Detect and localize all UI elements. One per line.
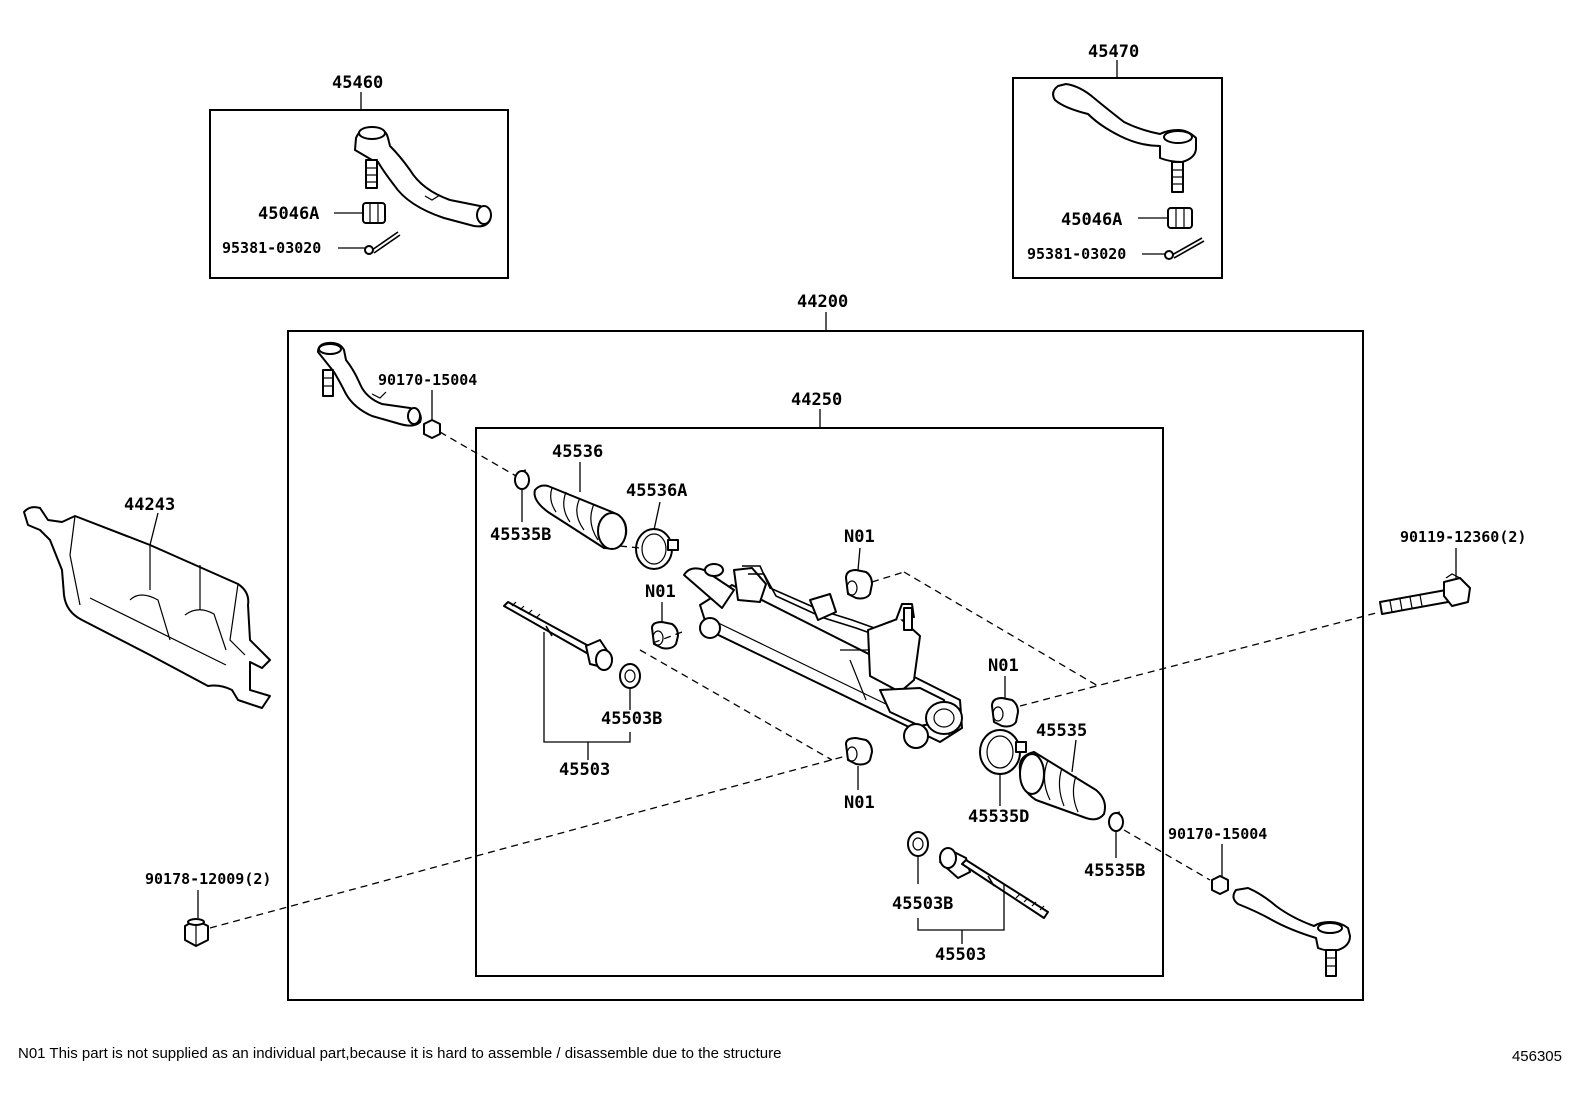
label-45536: 45536 bbox=[552, 442, 603, 462]
tie-rod-end-45460 bbox=[354, 126, 492, 228]
label-95381-left: 95381-03020 bbox=[222, 239, 321, 257]
bushing-n01-4 bbox=[845, 737, 873, 766]
label-n01-4: N01 bbox=[844, 793, 875, 813]
washer-45503b-right bbox=[907, 831, 929, 857]
washer-45503b-left bbox=[619, 663, 641, 689]
nut-90170-left bbox=[423, 419, 441, 439]
cotter-pin-95381-right bbox=[1164, 237, 1205, 260]
bushing-n01-1 bbox=[845, 569, 873, 600]
castle-nut-45046a-right bbox=[1167, 207, 1193, 229]
label-45503-left: 45503 bbox=[559, 760, 610, 780]
bushing-n01-3 bbox=[991, 697, 1019, 728]
label-45046a-right: 45046A bbox=[1061, 210, 1122, 230]
footnote: N01 This part is not supplied as an indi… bbox=[18, 1045, 782, 1062]
label-n01-1: N01 bbox=[844, 527, 875, 547]
label-45535d: 45535D bbox=[968, 807, 1029, 827]
label-90119: 90119-12360(2) bbox=[1400, 528, 1526, 546]
box-45460 bbox=[209, 109, 509, 279]
bolt-90119 bbox=[1379, 573, 1471, 615]
cotter-pin-95381-left bbox=[364, 231, 401, 255]
tie-rod-end-outer-left bbox=[317, 341, 422, 427]
label-n01-3: N01 bbox=[988, 656, 1019, 676]
diagram-id: 456305 bbox=[1511, 1048, 1562, 1065]
label-44243: 44243 bbox=[124, 495, 175, 515]
castle-nut-45046a-left bbox=[362, 202, 386, 224]
label-45460: 45460 bbox=[332, 73, 383, 93]
nut-90170-right bbox=[1211, 875, 1229, 895]
label-90170-left: 90170-15004 bbox=[378, 371, 477, 389]
heat-shield-44243 bbox=[23, 506, 271, 709]
label-n01-2: N01 bbox=[645, 582, 676, 602]
label-45536a: 45536A bbox=[626, 481, 687, 501]
tie-rod-end-outer-right bbox=[1232, 887, 1351, 977]
band-45536a bbox=[635, 528, 679, 570]
inner-tie-rod-45503-right bbox=[939, 847, 1049, 919]
tie-rod-end-45470 bbox=[1052, 83, 1197, 193]
clip-45535b-right bbox=[1108, 811, 1124, 832]
label-45535b-right: 45535B bbox=[1084, 861, 1145, 881]
label-45470: 45470 bbox=[1088, 42, 1139, 62]
boot-45536 bbox=[533, 484, 628, 550]
label-90178: 90178-12009(2) bbox=[145, 870, 271, 888]
bushing-n01-2 bbox=[651, 621, 679, 650]
label-45503-right: 45503 bbox=[935, 945, 986, 965]
label-95381-right: 95381-03020 bbox=[1027, 245, 1126, 263]
label-44200: 44200 bbox=[797, 292, 848, 312]
nut-90178 bbox=[184, 918, 209, 947]
label-45535: 45535 bbox=[1036, 721, 1087, 741]
label-45503b-right: 45503B bbox=[892, 894, 953, 914]
inner-tie-rod-45503-left bbox=[503, 601, 613, 671]
label-90170-right: 90170-15004 bbox=[1168, 825, 1267, 843]
label-45535b-left: 45535B bbox=[490, 525, 551, 545]
clip-45535b-left bbox=[514, 469, 530, 490]
label-45503b-left: 45503B bbox=[601, 709, 662, 729]
label-45046a-left: 45046A bbox=[258, 204, 319, 224]
label-44250: 44250 bbox=[791, 390, 842, 410]
boot-45535 bbox=[1018, 751, 1106, 821]
steering-rack-housing bbox=[683, 563, 963, 749]
